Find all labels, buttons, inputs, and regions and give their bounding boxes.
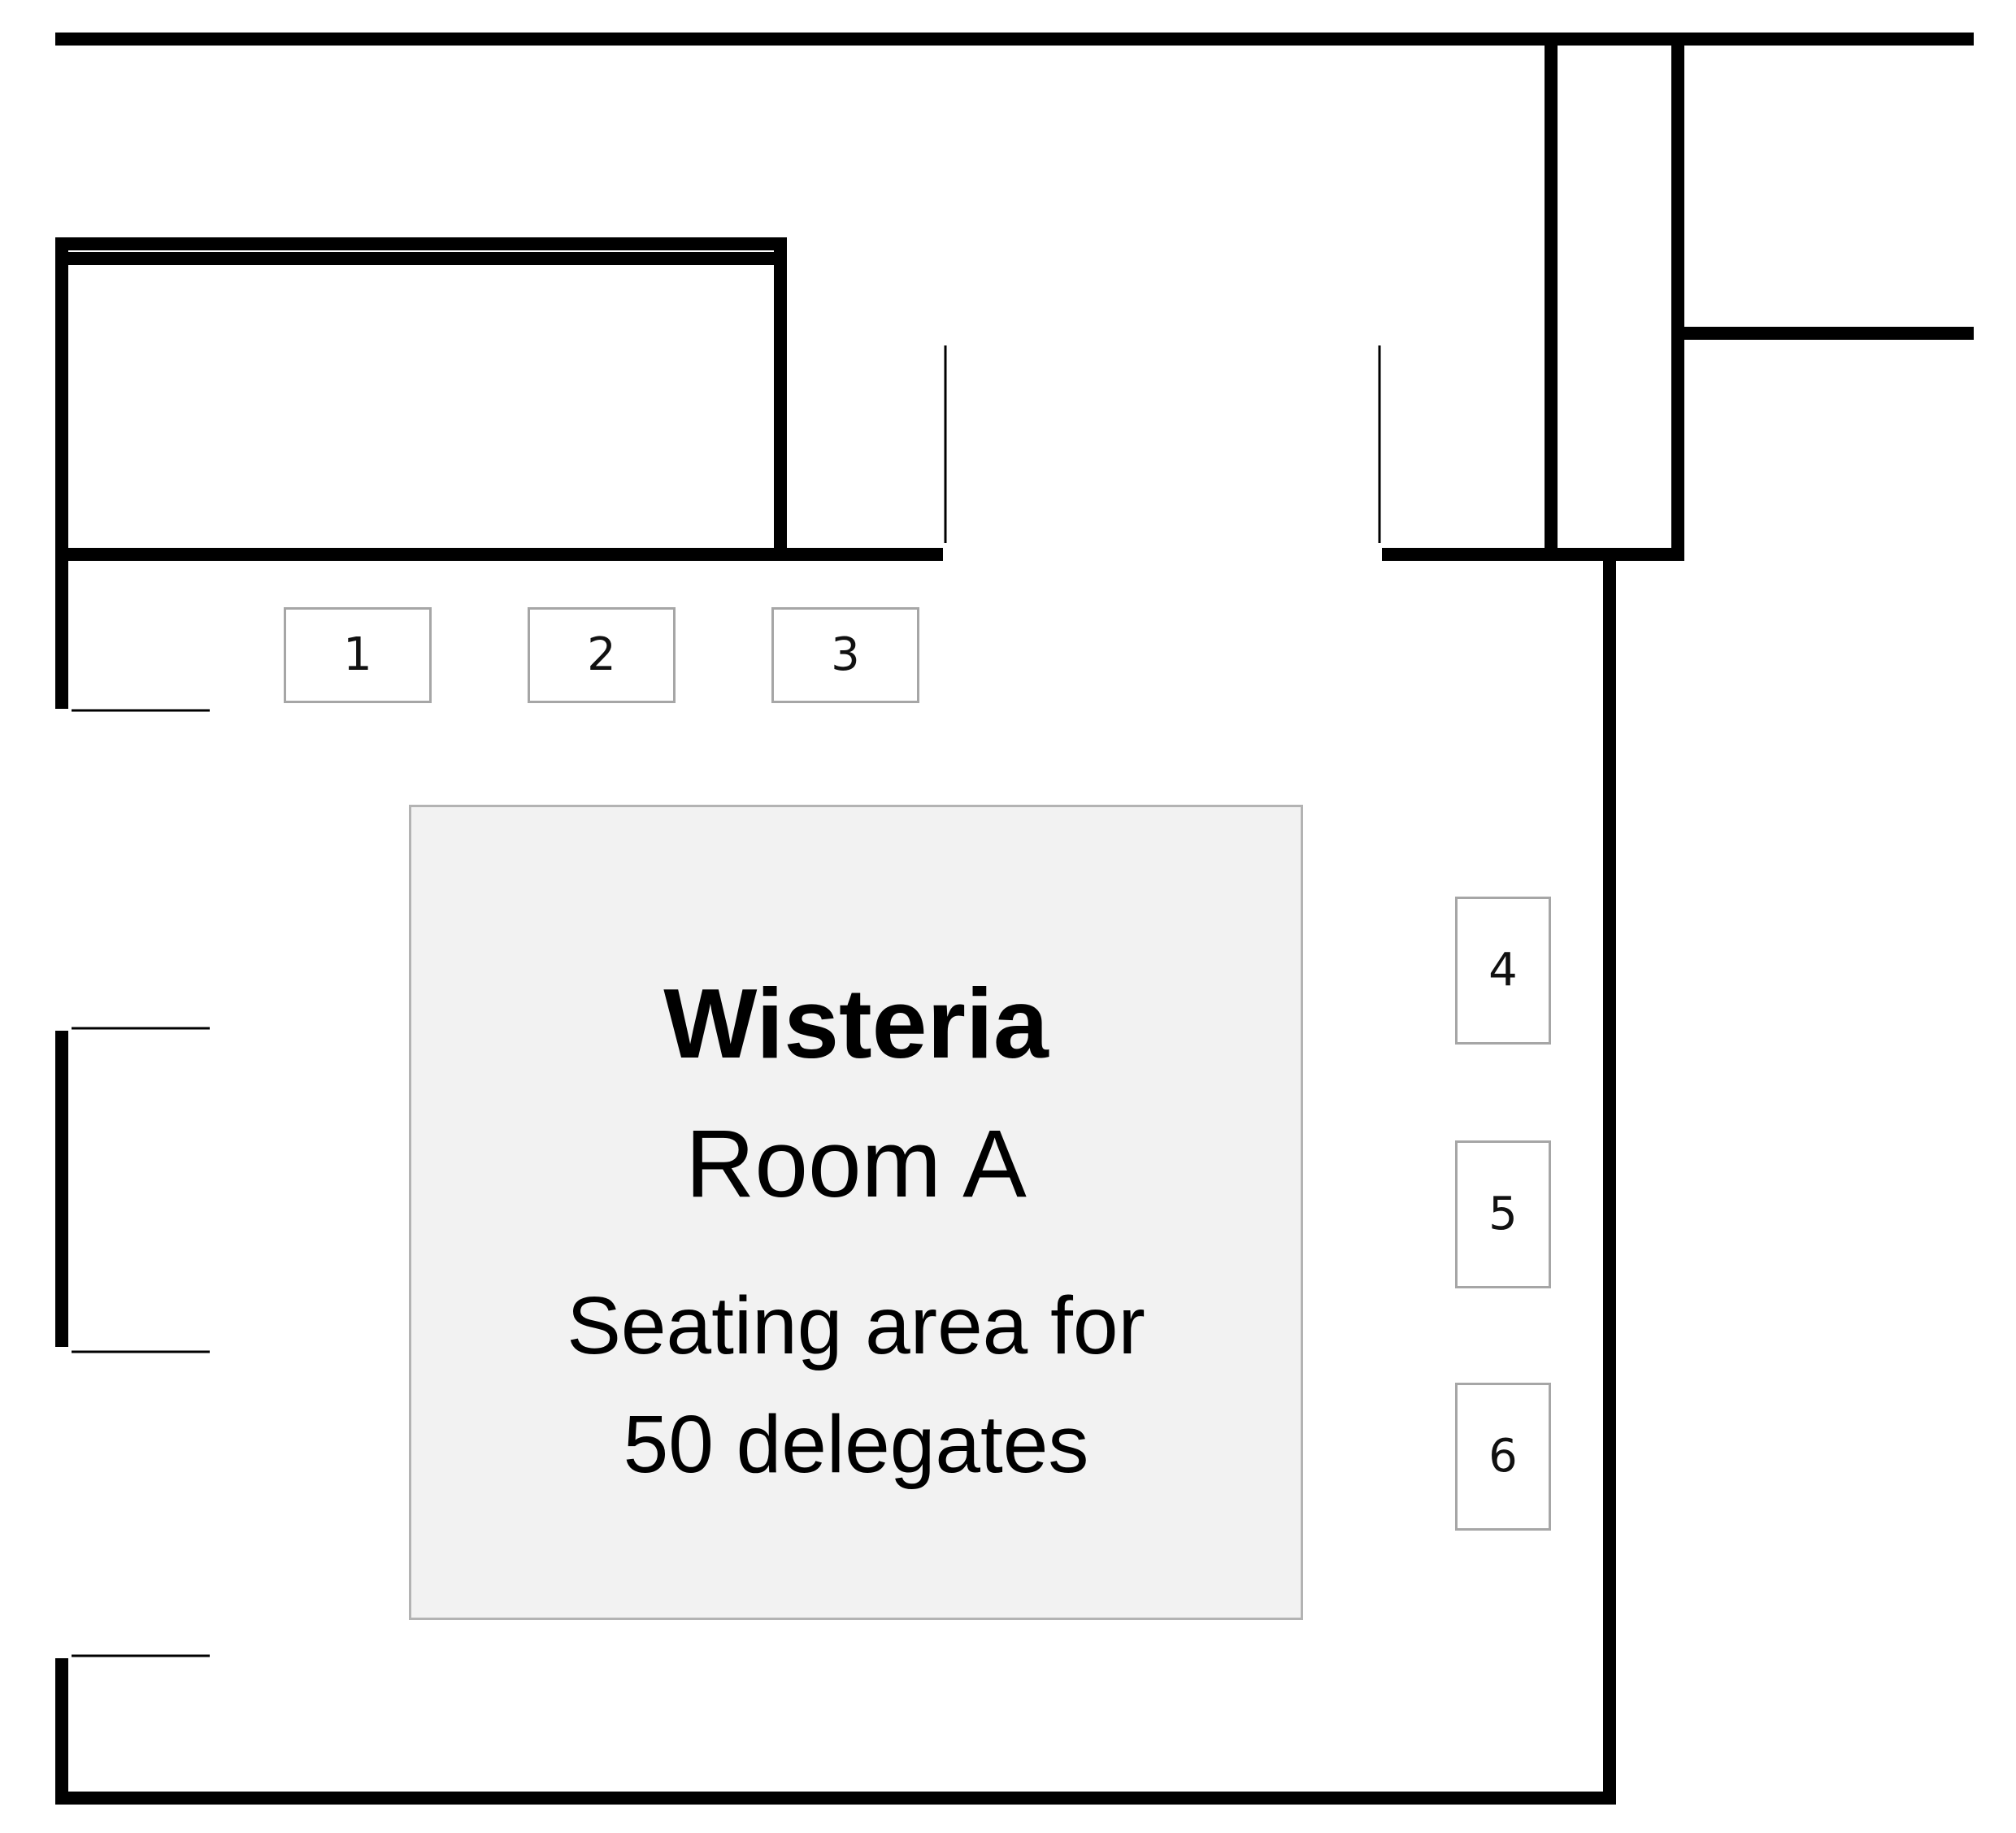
table-label: 3 (831, 628, 860, 681)
exhibit-table-2: 2 (528, 607, 676, 703)
table-label: 1 (343, 628, 372, 681)
exhibit-table-4: 4 (1455, 897, 1551, 1045)
capacity-line-1: Seating area for (567, 1280, 1145, 1371)
room-name: Wisteria (663, 968, 1049, 1079)
exhibit-table-5: 5 (1455, 1140, 1551, 1288)
room-subtitle: Room A (685, 1110, 1027, 1218)
exhibit-table-1: 1 (284, 607, 432, 703)
table-label: 5 (1488, 1188, 1518, 1240)
room-capacity: Seating area for 50 delegates (411, 1266, 1301, 1504)
table-label: 4 (1488, 944, 1518, 997)
table-label: 2 (587, 628, 616, 681)
seating-area: Wisteria Room A Seating area for 50 dele… (409, 805, 1303, 1620)
exhibit-table-3: 3 (771, 607, 919, 703)
exhibit-table-6: 6 (1455, 1383, 1551, 1531)
capacity-line-2: 50 delegates (623, 1399, 1089, 1490)
table-label: 6 (1488, 1430, 1518, 1483)
